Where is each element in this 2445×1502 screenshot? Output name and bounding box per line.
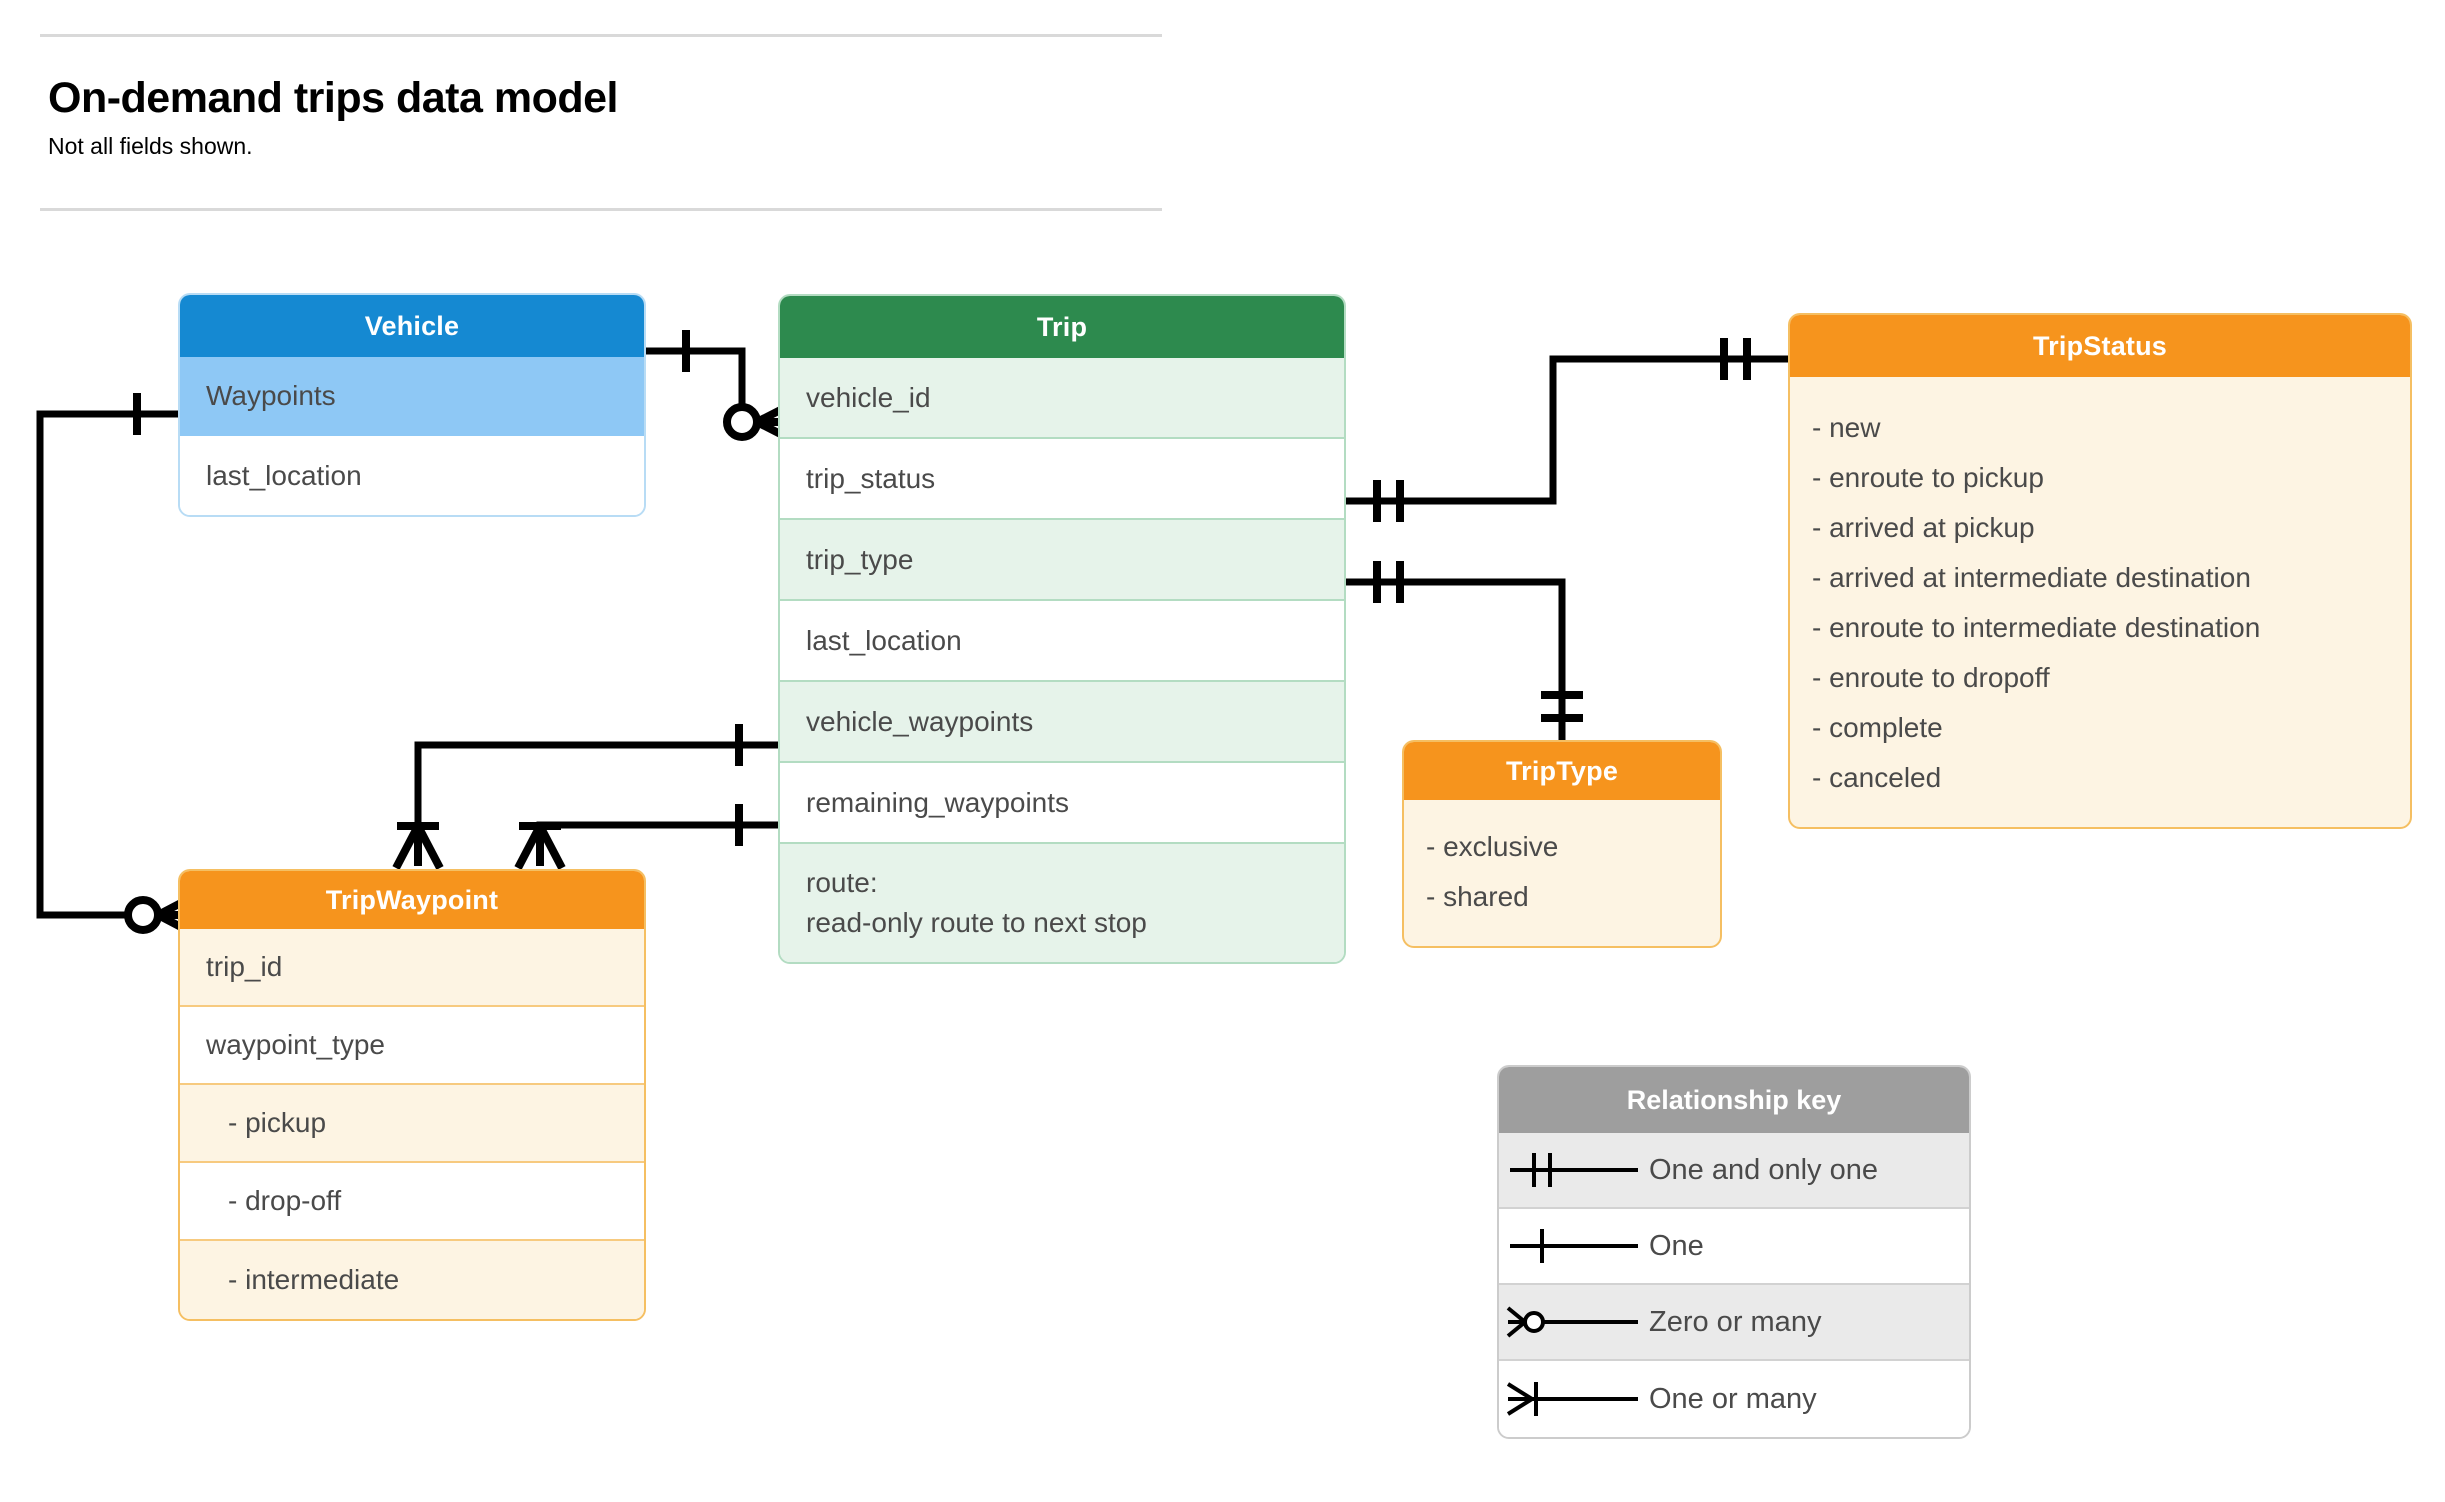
field-row: last_location: [780, 601, 1344, 682]
entity-tripwaypoint[interactable]: TripWaypoint trip_id waypoint_type - pic…: [178, 869, 646, 1321]
entity-trip-fields: vehicle_id trip_status trip_type last_lo…: [780, 358, 1344, 962]
one-or-many-icon: [1499, 1374, 1649, 1424]
entity-vehicle-fields: Waypoints last_location: [180, 357, 644, 515]
enum-value: - canceled: [1812, 762, 1942, 793]
entity-trip[interactable]: Trip vehicle_id trip_status trip_type la…: [778, 294, 1346, 964]
one-icon: [1499, 1221, 1649, 1271]
legend-row-one-or-many: One or many: [1499, 1361, 1969, 1437]
entity-trip-title: Trip: [780, 296, 1344, 358]
legend-label: Zero or many: [1649, 1305, 1822, 1338]
enum-value: - new: [1812, 412, 1881, 443]
entity-tripstatus-values: - new - enroute to pickup - arrived at p…: [1790, 377, 2410, 827]
header-divider-bottom: [40, 208, 1162, 211]
enum-value: - enroute to dropoff: [1812, 662, 2050, 693]
zero-or-many-icon: [1499, 1297, 1649, 1347]
enum-value: - arrived at intermediate destination: [1812, 562, 2251, 593]
field-row: last_location: [180, 436, 644, 515]
enum-value: - drop-off: [180, 1163, 644, 1241]
legend-title: Relationship key: [1499, 1067, 1969, 1133]
legend-row-one: One: [1499, 1209, 1969, 1285]
entity-vehicle-title: Vehicle: [180, 295, 644, 357]
field-row: trip_id: [180, 929, 644, 1007]
legend-row-zero-or-many: Zero or many: [1499, 1285, 1969, 1361]
enum-value: - shared: [1426, 881, 1529, 912]
entity-tripstatus-title: TripStatus: [1790, 315, 2410, 377]
enum-value: - intermediate: [180, 1241, 644, 1319]
enum-value: - complete: [1812, 712, 1943, 743]
legend-label: One: [1649, 1229, 1704, 1262]
route-note: read-only route to next stop: [806, 907, 1147, 938]
field-row: remaining_waypoints: [780, 763, 1344, 844]
field-row: waypoint_type: [180, 1007, 644, 1085]
entity-triptype[interactable]: TripType - exclusive - shared: [1402, 740, 1722, 948]
relationship-key-legend[interactable]: Relationship key One and only one: [1497, 1065, 1971, 1439]
page-subtitle: Not all fields shown.: [48, 133, 253, 159]
enum-value: - enroute to pickup: [1812, 462, 2044, 493]
header-divider-top: [40, 34, 1162, 37]
route-label: route:: [806, 867, 878, 899]
enum-value: - arrived at pickup: [1812, 512, 2035, 543]
entity-tripwaypoint-title: TripWaypoint: [180, 871, 644, 929]
legend-label: One or many: [1649, 1382, 1817, 1415]
legend-row-one-and-only-one: One and only one: [1499, 1133, 1969, 1209]
one-and-only-one-icon: [1499, 1145, 1649, 1195]
enum-value: - exclusive: [1426, 831, 1559, 862]
entity-tripstatus[interactable]: TripStatus - new - enroute to pickup - a…: [1788, 313, 2412, 829]
field-row: Waypoints: [180, 357, 644, 436]
entity-triptype-title: TripType: [1404, 742, 1720, 800]
legend-label: One and only one: [1649, 1153, 1878, 1186]
page-title: On-demand trips data model: [48, 74, 618, 122]
enum-value: - pickup: [180, 1085, 644, 1163]
entity-vehicle[interactable]: Vehicle Waypoints last_location: [178, 293, 646, 517]
enum-value: - enroute to intermediate destination: [1812, 612, 2261, 643]
field-row: trip_status: [780, 439, 1344, 520]
entity-triptype-values: - exclusive - shared: [1404, 800, 1720, 946]
field-row: vehicle_waypoints: [780, 682, 1344, 763]
field-row: vehicle_id: [780, 358, 1344, 439]
field-row: trip_type: [780, 520, 1344, 601]
entity-tripwaypoint-fields: trip_id waypoint_type - pickup - drop-of…: [180, 929, 644, 1319]
field-row-route: route: read-only route to next stop: [780, 844, 1344, 962]
